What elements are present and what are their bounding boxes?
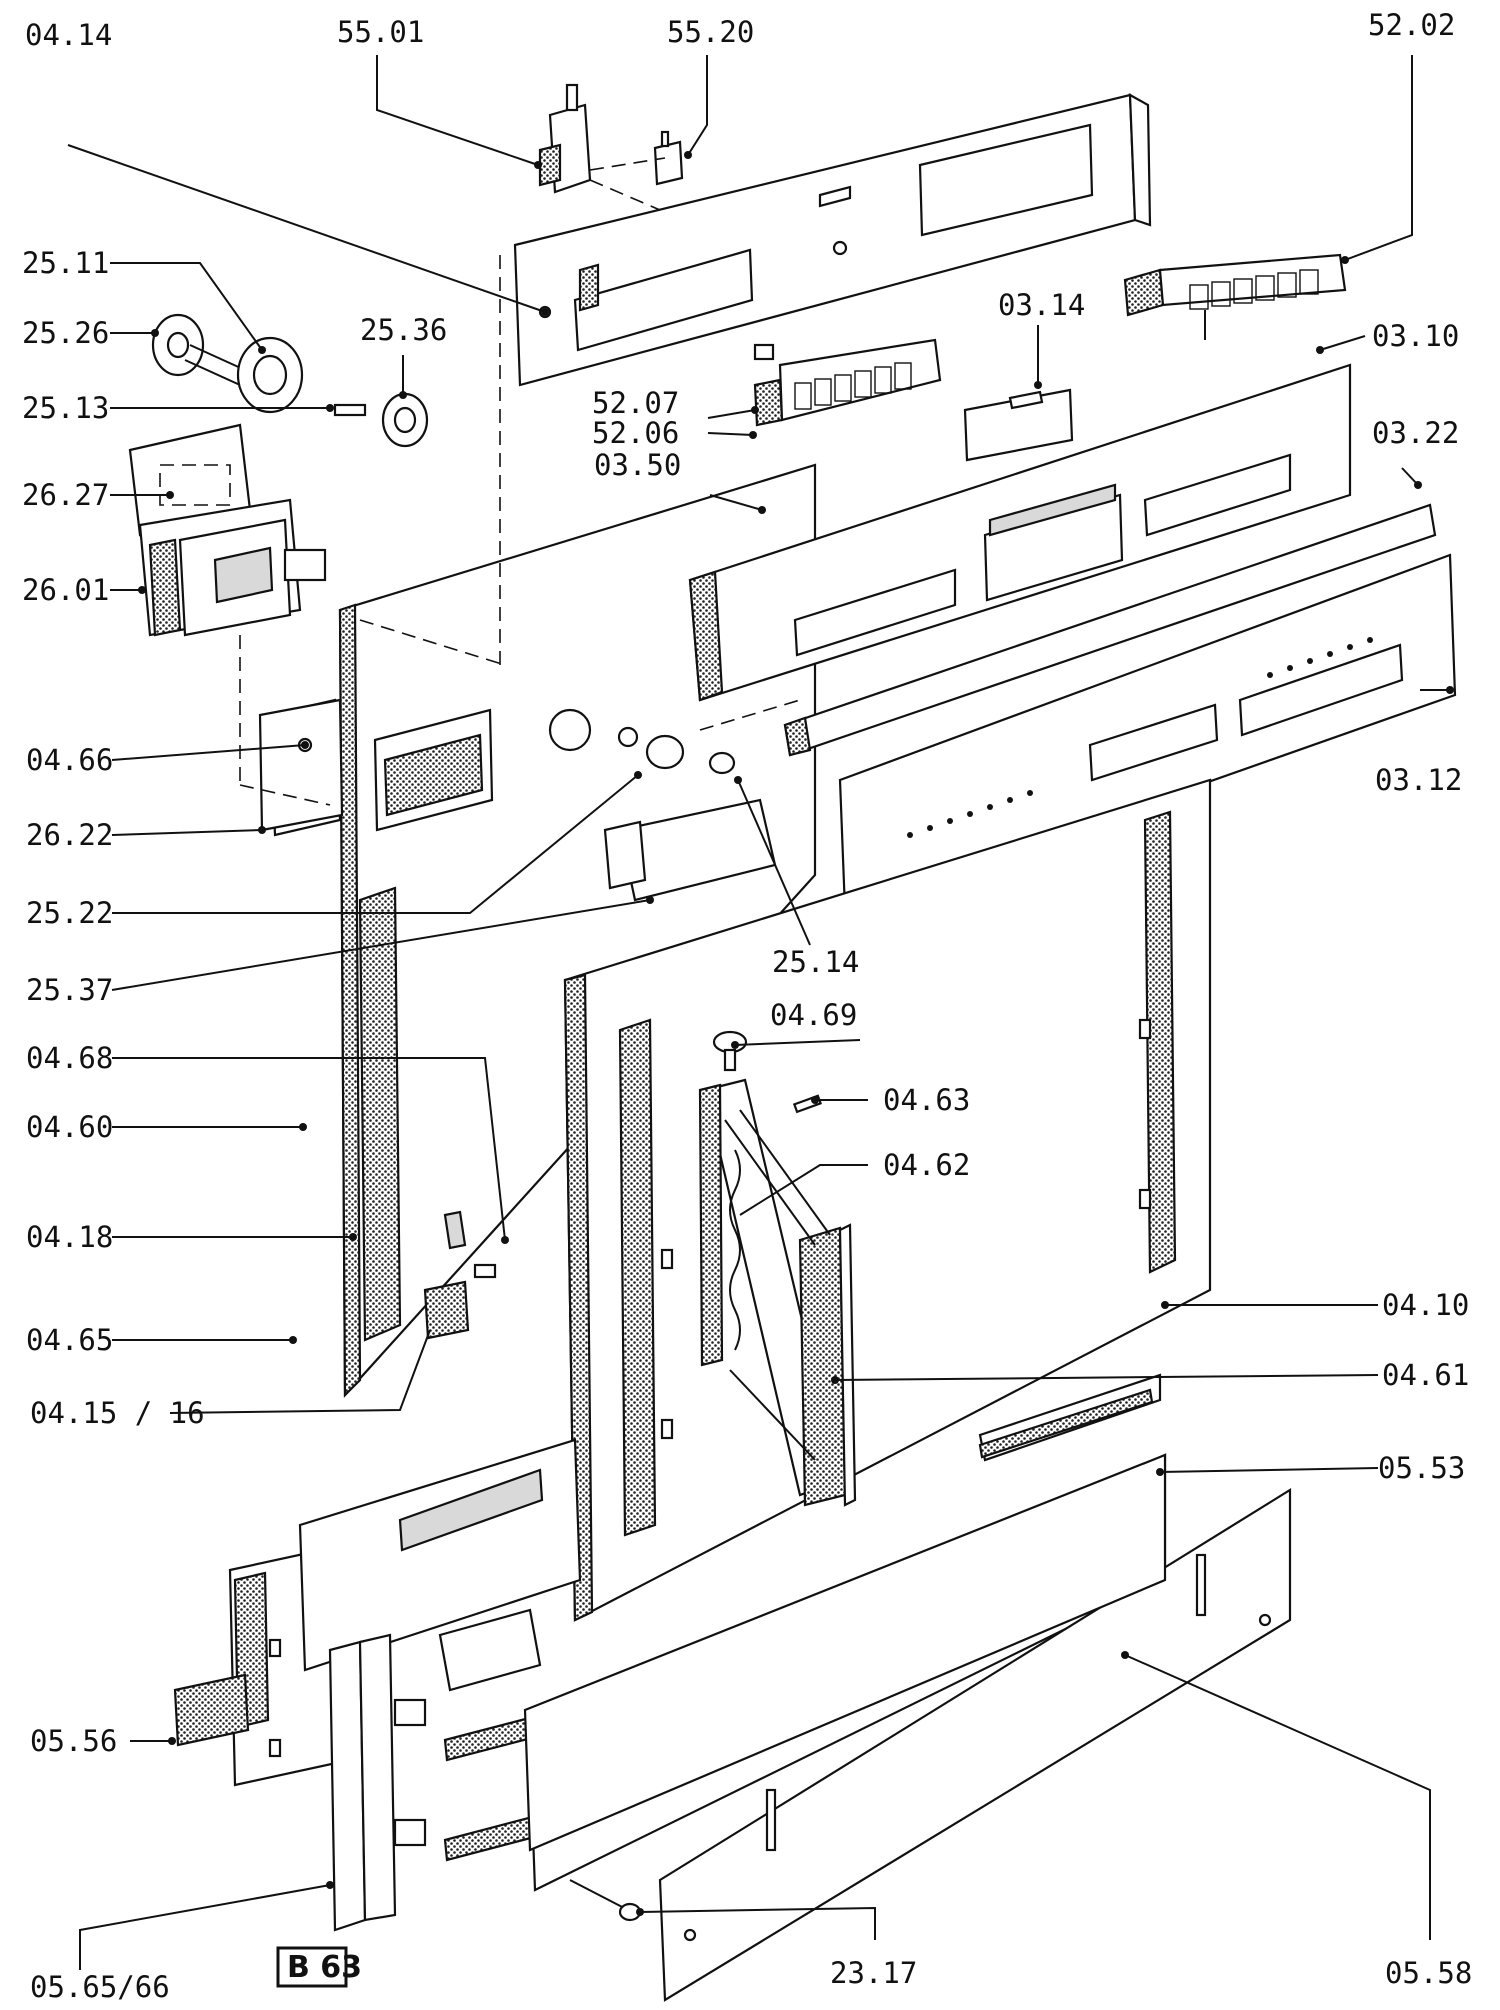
part-label-0314: 03.14 (998, 288, 1085, 322)
part-label-0462: 04.62 (883, 1148, 970, 1182)
part-label-5520: 55.20 (667, 15, 754, 49)
assembly-guide-lines (239, 157, 801, 806)
part-label-2627: 26.27 (22, 478, 109, 512)
part-label-5501: 55.01 (337, 15, 424, 49)
trim-strip-part (783, 503, 1437, 757)
part-label-0414: 04.14 (25, 18, 112, 52)
part-label-0558: 05.58 (1385, 1956, 1472, 1990)
front-panel-part (838, 553, 1457, 912)
part-label-0565-66: 05.65/66 (30, 1970, 170, 2004)
figure-badge-label: B 63 (287, 1950, 362, 1985)
part-label-0310: 03.10 (1372, 319, 1459, 353)
selector-module-part (753, 338, 942, 427)
figure-badge: B 63 (276, 1946, 362, 1988)
part-label-2511: 25.11 (22, 246, 109, 280)
part-label-0553: 05.53 (1378, 1451, 1465, 1485)
part-label-5207: 52.07 (592, 386, 679, 420)
program-selector-part (1123, 253, 1347, 340)
part-label-2513: 25.13 (22, 391, 109, 425)
door-outer-panel-part (563, 778, 1212, 1622)
part-label-0468: 04.68 (26, 1041, 113, 1075)
part-label-2522: 25.22 (26, 896, 113, 930)
side-plate-part (258, 698, 344, 832)
part-label-0465: 04.65 (26, 1323, 113, 1357)
kickplate-part (523, 1453, 1292, 2002)
part-label-0415-16: 04.15 / 16 (30, 1396, 205, 1430)
part-label-2537: 25.37 (26, 973, 113, 1007)
leader-lines (67, 55, 1450, 1970)
part-label-0410: 04.10 (1382, 1288, 1469, 1322)
part-label-0556: 05.56 (30, 1724, 117, 1758)
part-label-5202: 52.02 (1368, 8, 1455, 42)
part-label-5206: 52.06 (592, 416, 679, 450)
part-label-0418: 04.18 (26, 1220, 113, 1254)
part-label-0466: 04.66 (26, 743, 113, 777)
control-frame-part (513, 93, 1152, 387)
part-label-0469: 04.69 (770, 998, 857, 1032)
part-label-2622: 26.22 (26, 818, 113, 852)
flap-part (963, 388, 1074, 462)
part-label-2536: 25.36 (360, 313, 447, 347)
part-label-0350: 03.50 (594, 448, 681, 482)
control-panel-part (688, 363, 1352, 702)
part-label-2514: 25.14 (772, 945, 859, 979)
part-label-0312: 03.12 (1375, 763, 1462, 797)
door-inner-panel-part (268, 463, 817, 1398)
part-label-2317: 23.17 (830, 1956, 917, 1990)
parts-artwork (128, 83, 1457, 2002)
part-label-0463: 04.63 (883, 1083, 970, 1117)
leader-dots (138, 151, 1454, 1916)
switch-part (538, 83, 684, 194)
part-label-2526: 25.26 (22, 316, 109, 350)
knob-part (151, 313, 429, 448)
door-hinge-part (698, 1030, 857, 1507)
part-label-0461: 04.61 (1382, 1358, 1469, 1392)
display-unit-part (128, 423, 327, 637)
part-labels: 04.14 55.01 55.20 52.02 25.11 25.26 25.3… (22, 8, 1472, 2004)
side-frame-part (173, 1438, 582, 1787)
part-label-2601: 26.01 (22, 573, 109, 607)
part-label-0322: 03.22 (1372, 416, 1459, 450)
mounting-bracket-part (328, 1633, 427, 1932)
part-label-0460: 04.60 (26, 1110, 113, 1144)
